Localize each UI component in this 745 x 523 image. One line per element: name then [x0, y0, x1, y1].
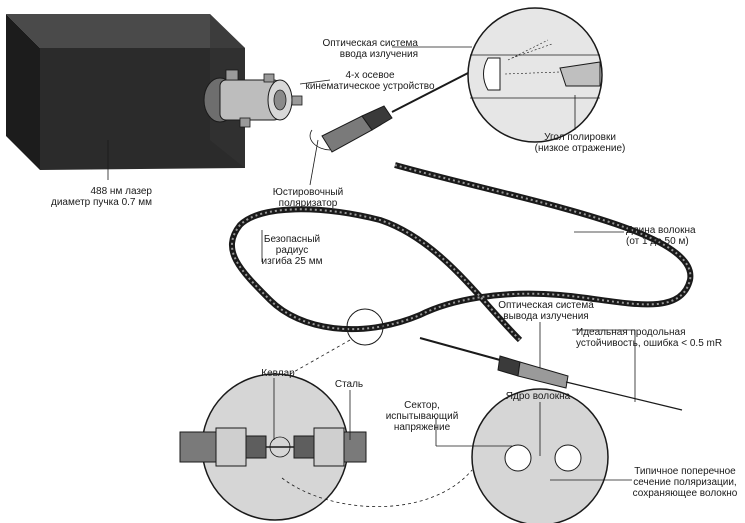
polarizer-connector: [309, 71, 471, 153]
label-optical-input: Оптическая система ввода излучения: [322, 38, 418, 60]
label-polarizer: Юстировочный поляризатор: [272, 187, 344, 209]
label-optical-output: Оптическая система вывода излучения: [498, 300, 594, 322]
label-steel: Сталь: [334, 379, 364, 390]
label-kinematic-mount: 4-х осевое кинематическое устройство: [305, 70, 435, 92]
fiber-cross-section: [281, 388, 609, 523]
kinematic-mount: [203, 69, 303, 128]
fiber-loop: [228, 162, 694, 343]
cable-cutaway-circle: [179, 373, 367, 521]
label-cross-section: Типичное поперечное сечение поляризации,…: [632, 466, 738, 499]
output-connector: [419, 337, 683, 411]
input-optics-circle: [467, 7, 603, 143]
label-bend-radius: Безопасный радиус изгиба 25 мм: [261, 234, 323, 267]
label-laser: 488 нм лазер диаметр пучка 0.7 мм: [51, 186, 152, 208]
label-stress-sector: Сектор, испытывающий напряжение: [385, 400, 459, 433]
label-polish-angle: Угол полировки (низкое отражение): [534, 132, 626, 154]
label-stability: Идеальная продольная устойчивость, ошибк…: [576, 327, 723, 349]
label-kevlar: Кевлар: [261, 368, 295, 379]
label-fiber-length: Длина волокна (от 1 до 50 м): [626, 225, 696, 247]
leader-lines: [107, 46, 636, 481]
label-fiber-core: Ядро волокна: [505, 391, 571, 402]
